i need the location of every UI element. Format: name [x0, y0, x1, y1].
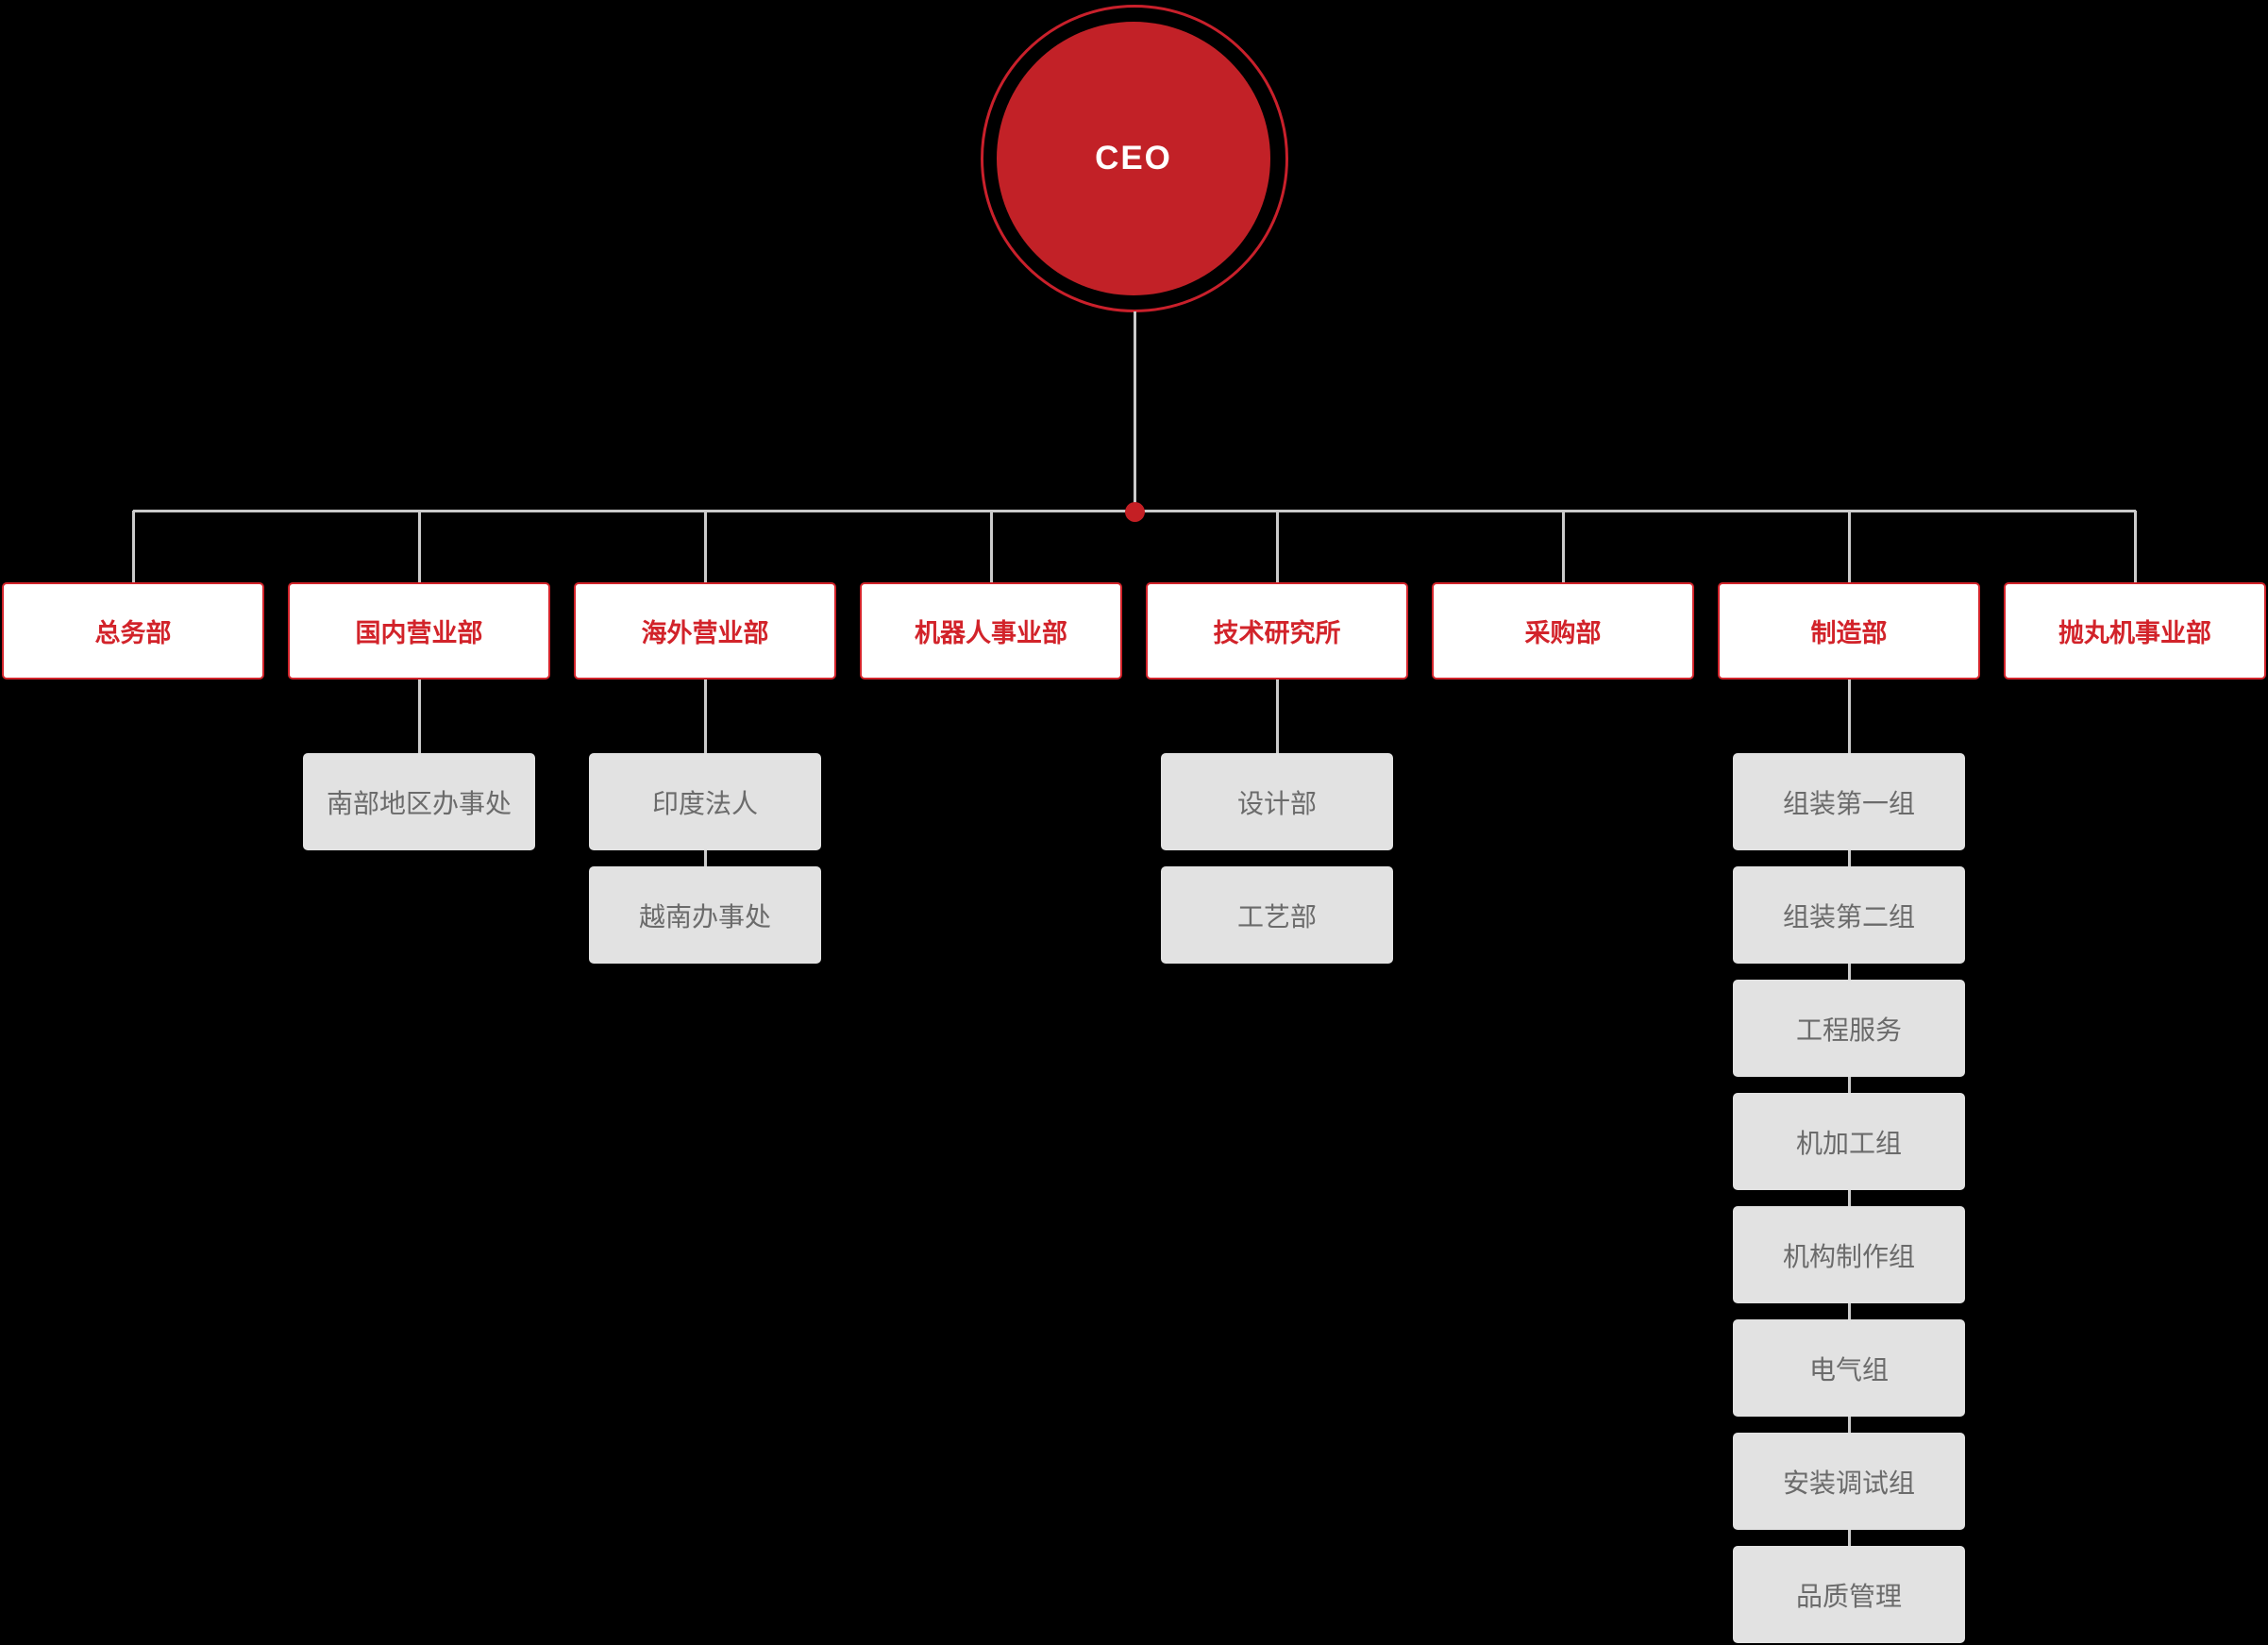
connector-dept6-stub-4	[1848, 1303, 1851, 1319]
connector-dept2-child-stub-0	[704, 850, 707, 866]
connector-dept6-stub-5	[1848, 1417, 1851, 1433]
dept-box-jishu-yanjiusuo: 技术研究所	[1146, 582, 1408, 680]
child-box-gongyibu: 工艺部	[1161, 866, 1393, 964]
dept-box-zhizaobu: 制造部	[1718, 582, 1980, 680]
child-box-nanbu-diqu-banshichu: 南部地区办事处	[303, 753, 535, 850]
dept-box-guonei-yingyebu: 国内营业部	[288, 582, 550, 680]
dept-label: 总务部	[94, 619, 172, 647]
connector-dept6-stub-1	[1848, 964, 1851, 980]
dept-label: 抛丸机事业部	[2058, 619, 2211, 647]
connector-drop-6	[1848, 511, 1851, 583]
dept-label: 技术研究所	[1213, 619, 1341, 647]
dept-box-haiwai-yingyebu: 海外营业部	[574, 582, 836, 680]
connector-dept6-stub-0	[1848, 850, 1851, 866]
connector-drop-7	[2134, 511, 2137, 583]
dept-label: 制造部	[1810, 619, 1888, 647]
child-box-gongcheng-fuwu: 工程服务	[1733, 980, 1965, 1077]
connector-drop-5	[1562, 511, 1565, 583]
child-label: 机加工组	[1795, 1128, 1902, 1158]
connector-dept6-stub-2	[1848, 1077, 1851, 1093]
child-label: 印度法人	[651, 788, 758, 818]
child-label: 工艺部	[1236, 901, 1317, 932]
connector-dept4-child	[1276, 680, 1279, 753]
dept-box-caigoubu: 采购部	[1432, 582, 1694, 680]
connector-dept2-child	[704, 680, 707, 753]
connector-dept6-child	[1848, 680, 1851, 753]
child-box-pinzhi-guanli: 品质管理	[1733, 1546, 1965, 1643]
child-box-shejibu: 设计部	[1161, 753, 1393, 850]
child-label: 设计部	[1236, 788, 1317, 818]
connector-drop-0	[132, 511, 135, 583]
child-label: 组装第二组	[1782, 901, 1915, 932]
dept-label: 机器人事业部	[915, 619, 1067, 647]
child-label: 机构制作组	[1782, 1241, 1915, 1271]
child-label: 电气组	[1808, 1354, 1889, 1385]
connector-junction-dot	[1125, 502, 1145, 522]
child-label: 品质管理	[1795, 1581, 1902, 1611]
child-label: 安装调试组	[1782, 1468, 1915, 1498]
connector-ceo-trunk	[1134, 311, 1136, 511]
connector-drop-3	[990, 511, 993, 583]
child-box-yindu-faren: 印度法人	[589, 753, 821, 850]
child-box-jijiagong-zu: 机加工组	[1733, 1093, 1965, 1190]
connector-drop-1	[418, 511, 421, 583]
child-label: 南部地区办事处	[326, 788, 512, 818]
dept-box-zongwubu: 总务部	[2, 582, 264, 680]
dept-box-jiqiren-shiyebu: 机器人事业部	[860, 582, 1122, 680]
connector-dept6-stub-3	[1848, 1190, 1851, 1206]
child-box-zuzhuang-dier-zu: 组装第二组	[1733, 866, 1965, 964]
child-box-dianqi-zu: 电气组	[1733, 1319, 1965, 1417]
dept-box-paowanji-shiyebu: 抛丸机事业部	[2004, 582, 2266, 680]
ceo-label: CEO	[1095, 140, 1172, 176]
child-box-zuzhuang-diyi-zu: 组装第一组	[1733, 753, 1965, 850]
child-label: 组装第一组	[1782, 788, 1915, 818]
child-label: 工程服务	[1795, 1015, 1902, 1045]
dept-label: 国内营业部	[355, 619, 483, 647]
child-box-anzhuang-tiaoshi-zu: 安装调试组	[1733, 1433, 1965, 1530]
connector-dept1-child	[418, 680, 421, 753]
connector-dept6-stub-6	[1848, 1530, 1851, 1546]
child-box-yuenan-banshichu: 越南办事处	[589, 866, 821, 964]
connector-drop-2	[704, 511, 707, 583]
dept-label: 海外营业部	[641, 619, 769, 647]
child-box-jigou-zhizuo-zu: 机构制作组	[1733, 1206, 1965, 1303]
child-label: 越南办事处	[638, 901, 771, 932]
connector-drop-4	[1276, 511, 1279, 583]
ceo-node: CEO	[997, 22, 1270, 295]
ceo-circle-ring	[981, 5, 1288, 312]
dept-label: 采购部	[1524, 619, 1602, 647]
